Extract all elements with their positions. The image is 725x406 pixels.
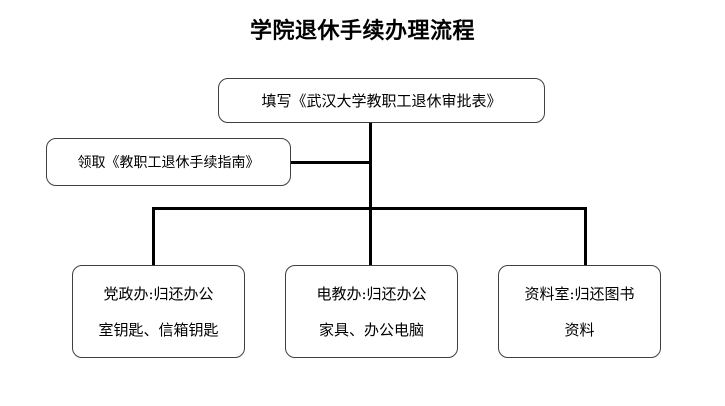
connector-top-to-split [369,122,372,265]
node-etech-office[interactable]: 电教办:归还办公 家具、办公电脑 [285,265,458,358]
node-retirement-procedure-guide[interactable]: 领取《教职工退休手续指南》 [46,138,291,186]
node-guide-label: 领取《教职工退休手续指南》 [77,155,260,171]
connector-distribution-bar [152,207,587,210]
node-library-room-line1: 资料室:归还图书 [524,284,635,303]
connector-spine-to-guide [290,161,370,164]
node-etech-office-line1: 电教办:归还办公 [316,284,427,303]
node-party-office[interactable]: 党政办:归还办公 室钥匙、信箱钥匙 [72,265,245,358]
node-retirement-approval-form[interactable]: 填写《武汉大学教职工退休审批表》 [218,78,545,123]
page-title: 学院退休手续办理流程 [249,19,475,44]
node-top-label: 填写《武汉大学教职工退休审批表》 [261,92,502,110]
node-party-office-line2: 室钥匙、信箱钥匙 [98,320,219,339]
node-library-room-line2: 资料 [564,320,595,339]
connector-split-to-party-office [152,207,155,265]
node-library-room[interactable]: 资料室:归还图书 资料 [498,265,661,358]
node-etech-office-line2: 家具、办公电脑 [318,320,424,339]
connector-split-to-library-room [584,207,587,265]
node-party-office-line1: 党政办:归还办公 [103,284,214,303]
